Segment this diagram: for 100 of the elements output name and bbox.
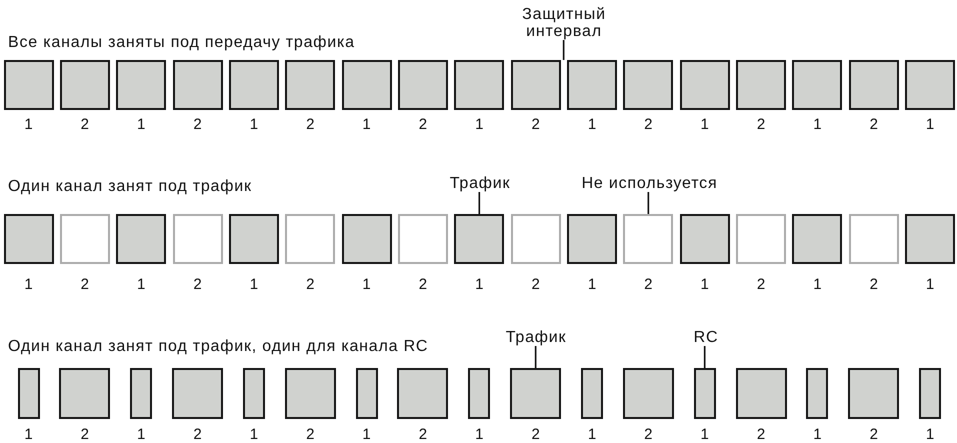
time-slot [848, 368, 900, 419]
time-slot [736, 60, 786, 110]
channel-number: 2 [756, 427, 766, 443]
channel-number: 2 [418, 277, 428, 293]
time-slot [736, 368, 787, 419]
channel-number: 2 [868, 427, 879, 443]
channel-number: 1 [700, 427, 710, 443]
channel-number: 2 [418, 427, 428, 443]
time-slot [398, 214, 448, 264]
channel-number: 2 [305, 427, 316, 443]
time-slot [356, 368, 378, 419]
time-slot [792, 60, 842, 110]
callout-label: RC [676, 329, 736, 346]
time-slot [116, 214, 166, 264]
channel-number: 1 [474, 427, 484, 443]
channel-number: 1 [23, 277, 34, 293]
time-slot [510, 60, 561, 110]
channel-number: 2 [192, 427, 203, 443]
time-slot [848, 60, 899, 110]
time-slot [60, 214, 110, 264]
channel-number: 1 [136, 117, 146, 133]
time-slot [342, 214, 392, 264]
channel-number: 2 [868, 117, 879, 133]
time-slot [919, 368, 942, 419]
leader-line [534, 346, 536, 368]
time-slot [905, 60, 956, 110]
time-slot [623, 214, 674, 264]
channel-number: 1 [136, 277, 146, 293]
channel-number: 2 [643, 117, 654, 133]
leader-line [562, 40, 564, 60]
time-slot [680, 60, 730, 110]
channel-number: 2 [756, 277, 766, 293]
channel-number: 1 [361, 277, 372, 293]
channel-number: 2 [80, 427, 90, 443]
channel-number: 1 [248, 277, 260, 293]
time-slot [4, 214, 54, 264]
time-slot [694, 368, 716, 419]
time-slot [172, 60, 223, 110]
time-slot [242, 368, 265, 419]
channel-number: 2 [530, 427, 541, 443]
channel-number: 1 [924, 427, 936, 443]
channel-number: 2 [530, 117, 541, 133]
channel-number: 2 [305, 277, 316, 293]
callout-label: Трафик [420, 175, 540, 192]
time-slot [130, 368, 152, 419]
channel-number: 2 [643, 427, 654, 443]
time-slot [59, 368, 110, 419]
time-slot [4, 60, 54, 110]
time-slot [806, 368, 828, 419]
time-slot [116, 60, 166, 110]
channel-number: 1 [924, 277, 936, 293]
time-slot [285, 214, 336, 264]
time-slot [285, 60, 336, 110]
time-slot [60, 60, 110, 110]
channel-number: 1 [586, 117, 598, 133]
channel-number: 2 [305, 117, 316, 133]
channel-number: 1 [248, 117, 260, 133]
channel-number: 2 [868, 277, 879, 293]
channel-number: 1 [361, 427, 372, 443]
time-slot [581, 368, 603, 419]
channel-number: 1 [248, 427, 260, 443]
time-slot [510, 368, 562, 419]
row-title: Один канал занят под трафик [8, 178, 252, 196]
channel-number: 2 [192, 277, 203, 293]
time-slot [398, 60, 448, 110]
time-slot [284, 368, 336, 419]
channel-number: 1 [23, 117, 34, 133]
leader-line [478, 192, 480, 214]
channel-number: 1 [586, 277, 598, 293]
callout-label: Трафик [476, 329, 596, 346]
channel-number: 2 [643, 277, 654, 293]
row-title: Один канал занят под трафик, один для канала RC [8, 338, 428, 356]
channel-number: 1 [586, 427, 598, 443]
time-slot [510, 214, 561, 264]
channel-number: 1 [474, 117, 484, 133]
channel-number: 1 [136, 427, 146, 443]
time-slot [172, 214, 223, 264]
channel-number: 1 [924, 117, 936, 133]
time-slot [736, 214, 786, 264]
channel-number: 1 [361, 117, 372, 133]
time-slot [228, 60, 279, 110]
channel-number: 1 [812, 117, 823, 133]
channel-number: 1 [474, 277, 484, 293]
leader-line [648, 192, 650, 214]
time-slot [228, 214, 279, 264]
time-slot [397, 368, 448, 419]
channel-number: 2 [756, 117, 766, 133]
time-slot [18, 368, 40, 419]
channel-number: 1 [812, 277, 823, 293]
channel-number: 1 [700, 117, 710, 133]
channel-number: 2 [418, 117, 428, 133]
time-slot [342, 60, 392, 110]
callout-label: Защитный интервал [509, 6, 619, 40]
time-slot [623, 60, 674, 110]
row-title: Все каналы заняты под передачу трафика [8, 34, 355, 52]
leader-line [704, 346, 706, 368]
time-slot [680, 214, 730, 264]
time-slot [454, 214, 504, 264]
time-slot [622, 368, 674, 419]
channel-number: 1 [23, 427, 34, 443]
